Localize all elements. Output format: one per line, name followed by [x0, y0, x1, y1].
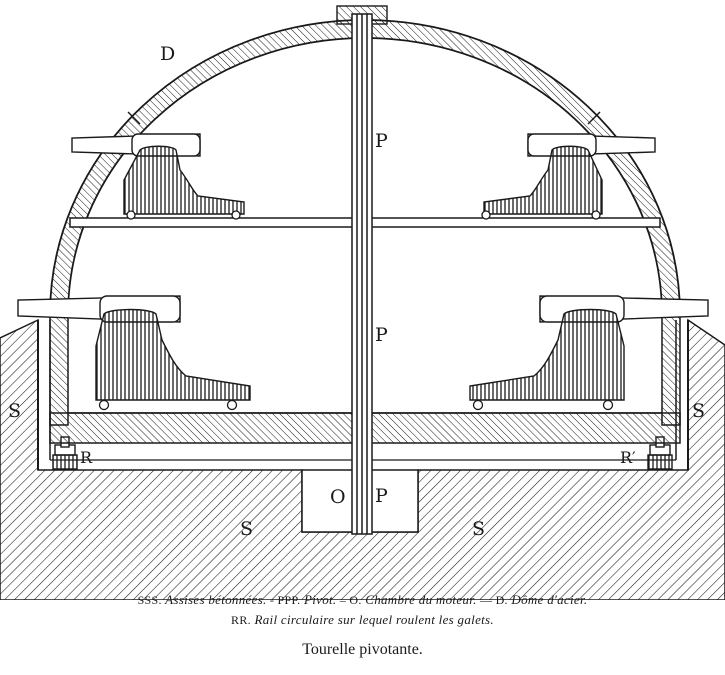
central-pivot	[351, 13, 373, 535]
cannon-upper-left	[71, 133, 245, 220]
caption-sep-3: —	[476, 593, 496, 607]
dome-joints	[127, 111, 601, 125]
caption-legend-line-1: SSS. Assises bétonnées. - PPP. Pivot. – …	[0, 592, 725, 608]
label-rail-right: R′	[620, 448, 636, 467]
caption-text-d: Dôme d'acier.	[511, 592, 588, 607]
caption-legend-line-2: RR. Rail circulaire sur lequel roulent l…	[0, 612, 725, 628]
caption-code-rr: RR.	[231, 613, 251, 627]
caption-code-sss: SSS.	[137, 593, 162, 607]
caption-text-rr: Rail circulaire sur lequel roulent les g…	[254, 612, 494, 627]
cannon-lower-right	[469, 295, 709, 411]
label-ground-left: S	[8, 400, 22, 422]
turret-cross-section	[0, 5, 725, 601]
turret-diagram: D P P P O S S S S R R′	[0, 5, 725, 601]
figure-title: Tourelle pivotante.	[302, 641, 423, 658]
cannon-upper-right	[481, 133, 656, 220]
caption-code-d: D.	[495, 593, 508, 607]
label-ground-right: S	[692, 400, 706, 422]
label-ground-bottom-right: S	[472, 518, 486, 540]
label-ground-bottom-left: S	[240, 518, 254, 540]
caption-code-ppp: PPP.	[277, 593, 301, 607]
caption-sep-1: -	[266, 593, 278, 607]
turret-wall-right	[661, 314, 681, 426]
label-pivot-bottom: P	[375, 485, 388, 507]
cannon-lower-left	[17, 295, 251, 411]
caption-text-sss: Assises bétonnées.	[165, 592, 267, 607]
turret-wall-left	[49, 314, 69, 426]
label-pivot-top: P	[375, 130, 388, 152]
label-pivot-mid: P	[375, 324, 388, 346]
caption-sep-2: –	[336, 593, 350, 607]
label-dome-d: D	[160, 43, 176, 65]
label-rail-left: R	[80, 448, 93, 467]
caption-text-ppp: Pivot.	[303, 592, 337, 607]
caption-text-o: Chambre du moteur.	[365, 592, 477, 607]
caption-code-o: O.	[349, 593, 362, 607]
label-chamber-o: O	[330, 486, 346, 508]
